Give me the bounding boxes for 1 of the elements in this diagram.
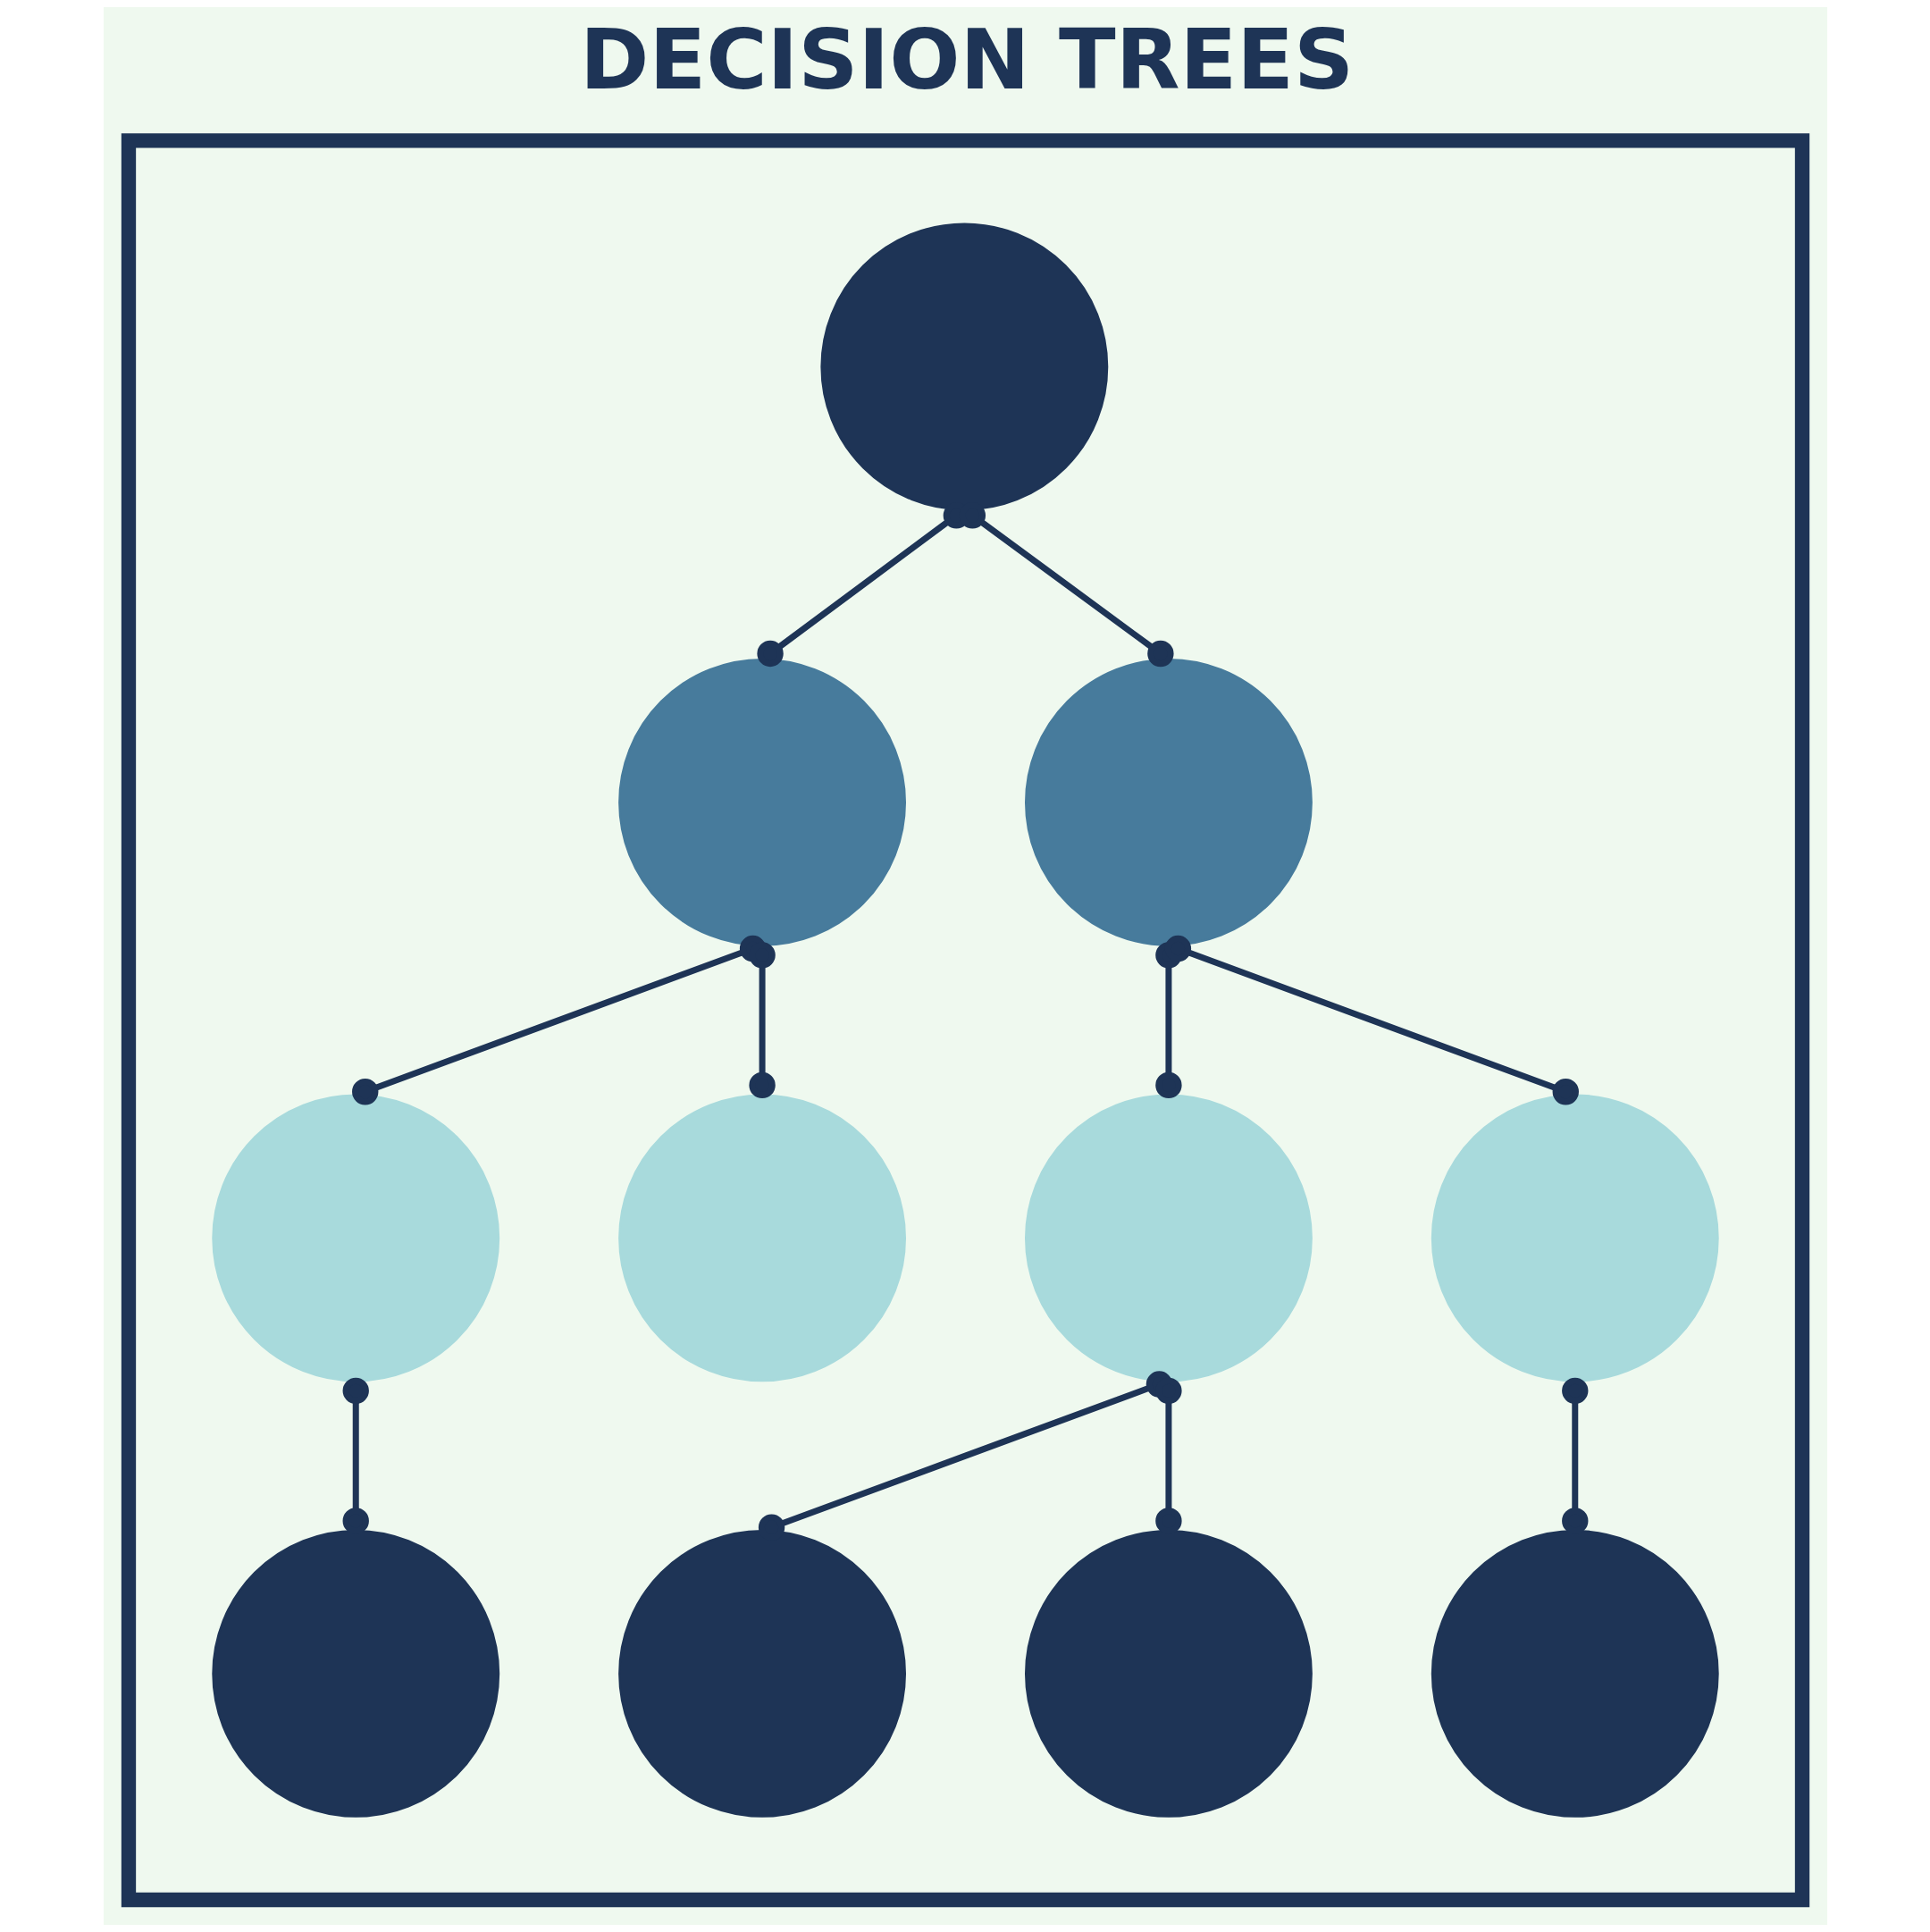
diagram-title: DECISION TREES (579, 11, 1354, 109)
